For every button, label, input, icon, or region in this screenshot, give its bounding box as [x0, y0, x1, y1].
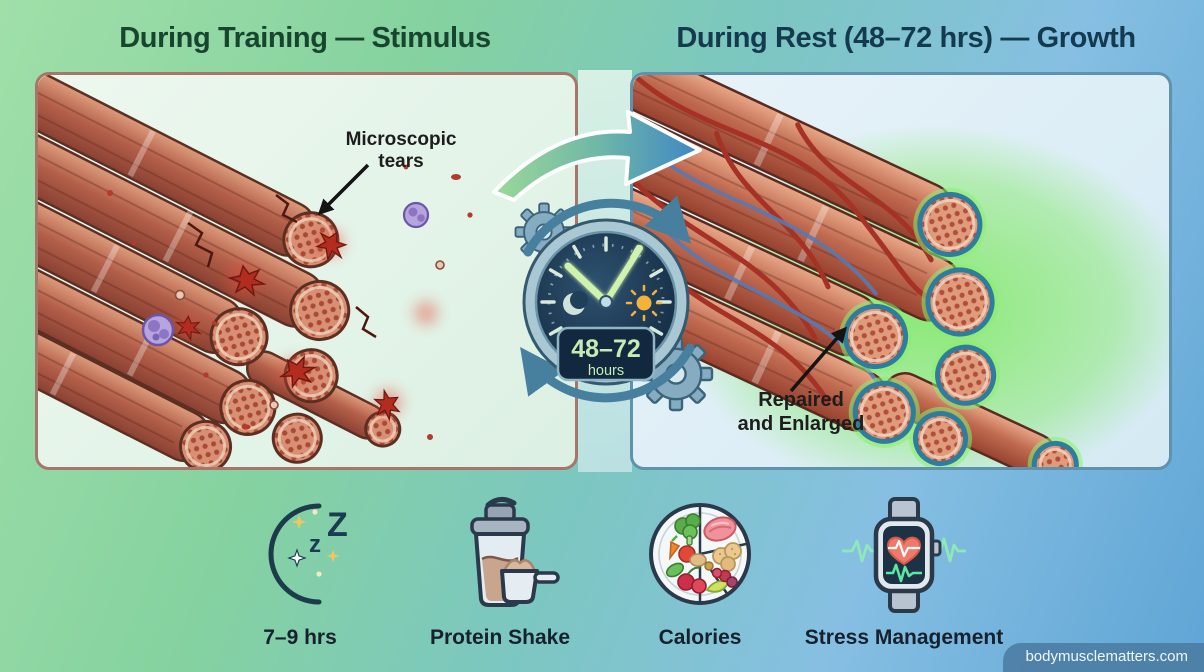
cycle-arrows-icon [520, 195, 695, 403]
factor-calories: Calories [622, 492, 778, 650]
right-panel-title: During Rest (48–72 hrs) — Growth [676, 22, 1136, 54]
moon-sleep-icon: z Z [268, 503, 348, 605]
repaired-enlarged-label: Repaired and Enlarged [737, 389, 865, 435]
protein-label: Protein Shake [429, 626, 571, 649]
moon-icon [563, 291, 588, 315]
stress-label: Stress Management [804, 626, 1004, 649]
duration-range: 48–72 [571, 335, 641, 363]
duration-pill [556, 326, 656, 382]
factor-stress: Stress Management [802, 492, 1006, 650]
left-panel-title: During Training — Stimulus [119, 22, 491, 54]
recovery-clock-icon: 48–72 hours [514, 195, 714, 412]
damaged-muscle-illustration [38, 75, 473, 467]
training-panel: Microscopic tears [35, 72, 578, 470]
microscopic-tears-label: Microscopic tears [345, 129, 457, 173]
repaired-annotation-arrow [789, 326, 848, 393]
immune-cell-icon [141, 201, 430, 347]
watermark-site-url: bodymusclematters.com [1003, 643, 1204, 672]
repaired-muscle-illustration [633, 75, 1169, 467]
nutrition-plate-icon [649, 503, 751, 605]
rest-panel: Repaired and Enlarged [630, 72, 1172, 470]
duration-unit: hours [588, 363, 624, 379]
sun-icon [625, 284, 663, 322]
transition-arrow-icon [492, 110, 702, 202]
factor-protein: Protein Shake [418, 492, 582, 650]
smartwatch-heart-icon [842, 497, 966, 613]
tears-annotation-arrow [317, 163, 370, 216]
factor-sleep: z Z 7–9 hrs [222, 492, 378, 650]
calories-label: Calories [658, 626, 742, 649]
protein-shaker-icon [470, 497, 560, 607]
sleep-label: 7–9 hrs [263, 626, 337, 649]
svg-text:Z: Z [327, 506, 348, 544]
clock-hands [564, 245, 643, 306]
svg-text:z: z [309, 531, 321, 558]
